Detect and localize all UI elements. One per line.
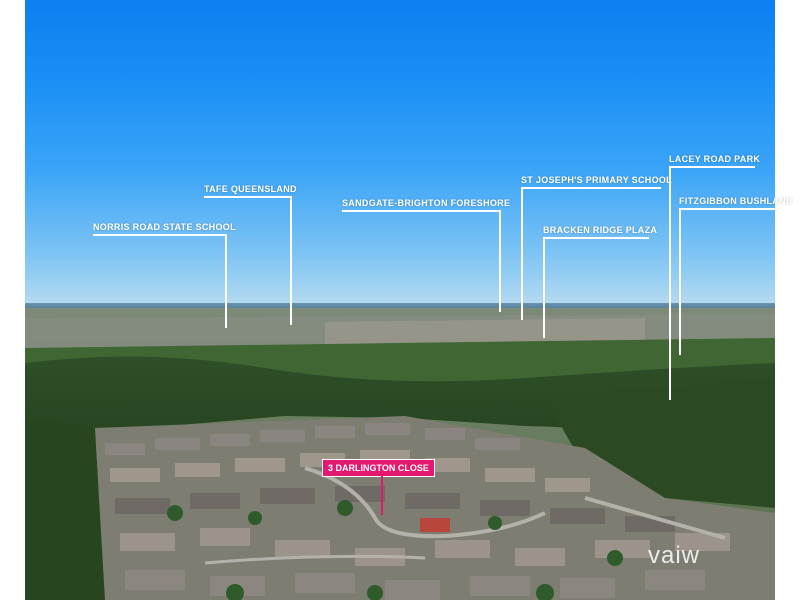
agency-watermark: vaiw bbox=[648, 542, 701, 569]
leader-lacey-v bbox=[669, 166, 671, 400]
suburb-illustration bbox=[25, 308, 775, 600]
sky bbox=[25, 0, 775, 308]
leader-bracken-v bbox=[543, 237, 545, 338]
leader-tafe-h bbox=[204, 196, 291, 198]
property-address-tag: 3 DARLINGTON CLOSE bbox=[322, 459, 435, 477]
label-st-josephs-primary-school: ST JOSEPH'S PRIMARY SCHOOL bbox=[521, 175, 672, 185]
leader-stjosephs-h bbox=[521, 187, 661, 189]
label-lacey-road-park: LACEY ROAD PARK bbox=[669, 154, 761, 164]
aerial-photo bbox=[25, 0, 775, 600]
label-sandgate-brighton-foreshore: SANDGATE-BRIGHTON FORESHORE bbox=[342, 198, 511, 208]
leader-lacey-h bbox=[669, 166, 755, 168]
leader-fitzgibbon-v bbox=[679, 208, 681, 355]
leader-bracken-h bbox=[543, 237, 649, 239]
leader-tafe-v bbox=[290, 196, 292, 325]
label-bracken-ridge-plaza: BRACKEN RIDGE PLAZA bbox=[543, 225, 658, 235]
property-pin bbox=[381, 475, 383, 515]
label-norris-road-state-school: NORRIS ROAD STATE SCHOOL bbox=[93, 222, 236, 232]
label-tafe-queensland: TAFE QUEENSLAND bbox=[204, 184, 297, 194]
label-fitzgibbon-bushland: FITZGIBBON BUSHLAND bbox=[679, 196, 793, 206]
leader-sandgate-v bbox=[499, 210, 501, 312]
leader-fitzgibbon-h bbox=[679, 208, 775, 210]
leader-sandgate-h bbox=[342, 210, 501, 212]
suburb-ground bbox=[25, 308, 775, 600]
leader-norris-h bbox=[93, 234, 226, 236]
leader-norris-v bbox=[225, 234, 227, 328]
leader-stjosephs-v bbox=[521, 187, 523, 320]
horizon-sea bbox=[25, 303, 775, 311]
